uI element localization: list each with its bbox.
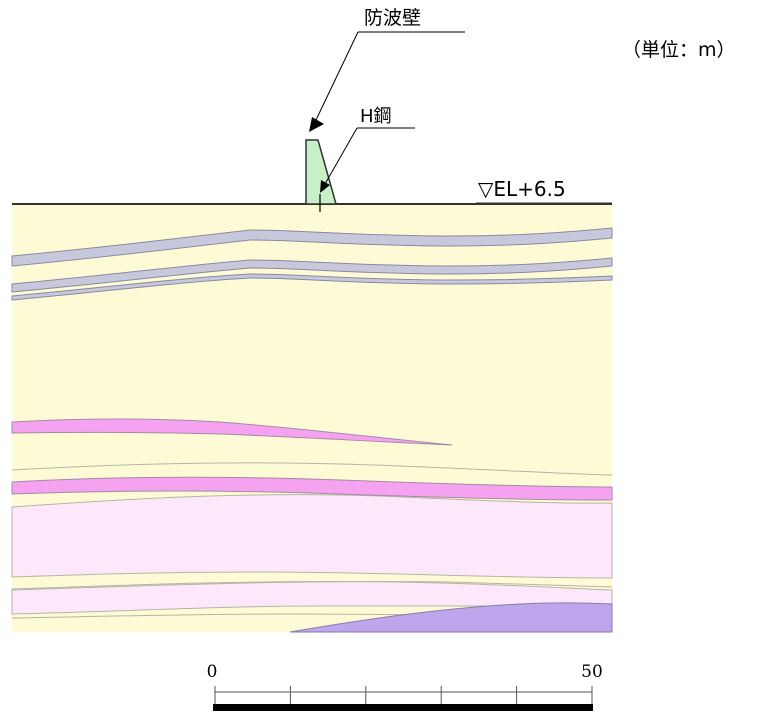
violet-lens	[289, 602, 613, 633]
h-steel-label: H鋼	[360, 106, 392, 127]
elevation-label: ▽EL+6.5	[478, 177, 566, 201]
breakwater-wall	[305, 139, 337, 205]
pink-lower-zone	[11, 494, 613, 579]
magenta-wedge	[11, 418, 453, 446]
breakwater-leader-arrow	[309, 117, 324, 132]
gray-band-3	[11, 273, 613, 301]
unit-label: （単位：m）	[622, 39, 736, 61]
h-steel-leader-arrow	[320, 180, 330, 193]
breakwater-leader-line	[315, 31, 359, 121]
breakwater-label: 防波壁	[364, 7, 421, 29]
scale-start-label: 0	[207, 662, 218, 682]
gray-band-2	[11, 257, 613, 293]
layer-line-a	[11, 462, 613, 476]
h-steel-leader-line	[324, 127, 358, 185]
scale-bar: 0 50	[207, 662, 603, 711]
gray-band-1	[11, 227, 613, 267]
layer-line-b	[11, 581, 613, 591]
scale-end-label: 50	[581, 662, 603, 682]
magenta-band	[11, 476, 613, 501]
scale-bar-thick	[213, 704, 593, 711]
